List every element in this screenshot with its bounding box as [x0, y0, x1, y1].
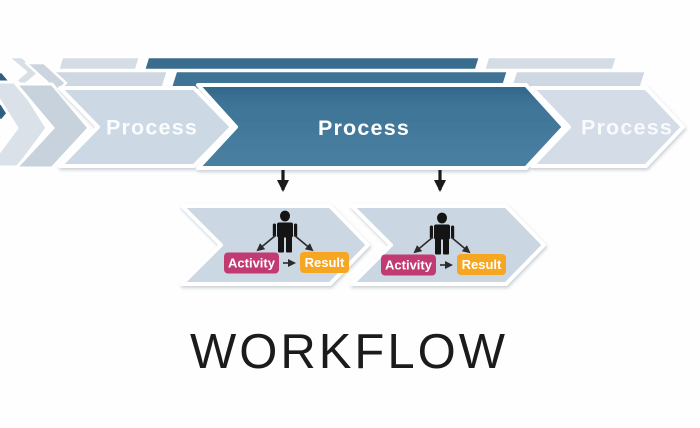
lead-chevron-inner [14, 82, 91, 170]
process-label-active: Process [318, 116, 410, 140]
strip-segment-dark [142, 55, 482, 72]
activity-label: Activity [228, 256, 276, 271]
workflow-title: WORKFLOW [190, 325, 508, 379]
strip-segment [56, 55, 142, 72]
connector-person-activity [413, 236, 434, 254]
person-icon [429, 212, 455, 255]
person-icon [272, 210, 298, 253]
result-label: Result [462, 257, 502, 272]
connector-person-result [293, 234, 314, 252]
sub-process-right: Activity Result [381, 212, 506, 276]
sub-process-left: Activity Result [224, 210, 349, 274]
process-chevron-active [196, 83, 566, 170]
process-label-left: Process [106, 116, 198, 140]
connector-person-activity [256, 234, 277, 252]
connector-person-result [450, 236, 471, 254]
process-chevron-right [530, 86, 685, 168]
strip-segment [482, 55, 619, 72]
process-label-right: Process [581, 116, 673, 140]
process-chevron-left [58, 86, 234, 168]
result-badge [457, 254, 506, 275]
activity-label: Activity [385, 258, 433, 273]
result-label: Result [305, 255, 345, 270]
activity-badge [381, 254, 436, 276]
activity-badge [224, 252, 279, 274]
result-badge [300, 252, 349, 273]
